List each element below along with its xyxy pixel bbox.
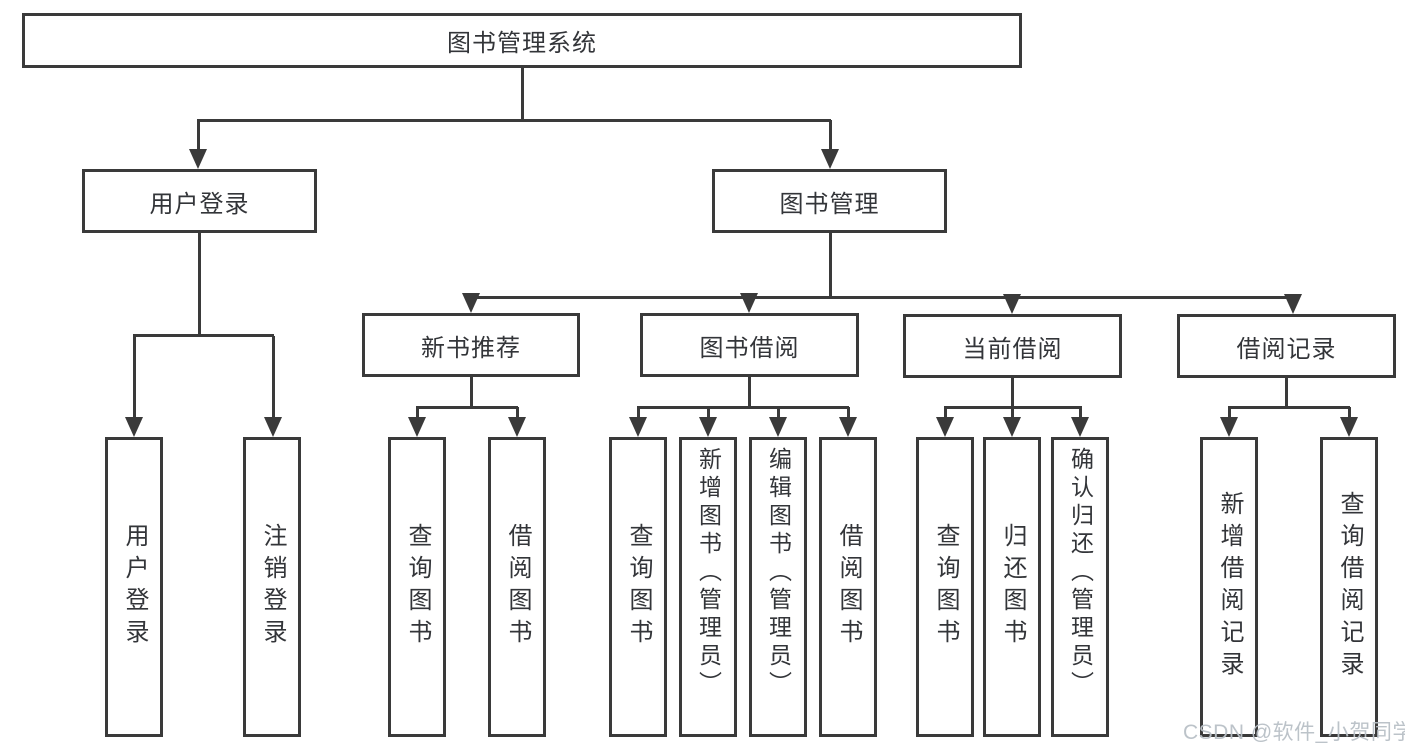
connector-segment — [470, 295, 1294, 299]
connector-segment — [943, 407, 947, 419]
node-leaf-nb-query-books-label: 查询图书 — [404, 523, 431, 651]
node-leaf-nb-borrow-books: 借阅图书 — [488, 437, 546, 737]
arrowhead-down-icon — [264, 417, 282, 437]
arrowhead-down-icon — [699, 417, 717, 437]
connector-segment — [828, 120, 832, 151]
arrowhead-down-icon — [769, 417, 787, 437]
arrowhead-down-icon — [125, 417, 143, 437]
arrowhead-down-icon — [508, 417, 526, 437]
connector-segment — [1078, 407, 1082, 419]
node-leaf-bb-query-books-label: 查询图书 — [625, 523, 652, 651]
connector-segment — [828, 233, 832, 298]
connector-segment — [515, 407, 519, 419]
connector-segment — [1010, 407, 1014, 419]
connector-segment — [846, 407, 850, 419]
watermark: CSDN @软件_小贺同学 — [1183, 721, 1405, 744]
node-leaf-cb-confirm-return-label: 确认归还（管理员） — [1067, 447, 1094, 699]
node-leaf-cb-confirm-return: 确认归还（管理员） — [1051, 437, 1109, 737]
node-leaf-logout: 注销登录 — [243, 437, 301, 737]
node-borrow-records-label: 借阅记录 — [1236, 335, 1337, 363]
node-book-management: 图书管理 — [712, 169, 947, 233]
node-leaf-user-login: 用户登录 — [105, 437, 163, 737]
node-current-borrow: 当前借阅 — [903, 314, 1122, 378]
node-book-borrow: 图书借阅 — [640, 313, 859, 377]
arrowhead-down-icon — [1284, 294, 1302, 314]
arrowhead-down-icon — [1340, 417, 1358, 437]
connector-segment — [415, 407, 419, 419]
arrowhead-down-icon — [1003, 294, 1021, 314]
node-leaf-bb-borrow-books: 借阅图书 — [819, 437, 877, 737]
node-leaf-bb-edit-books: 编辑图书（管理员） — [749, 437, 807, 737]
node-current-borrow-label: 当前借阅 — [962, 335, 1063, 363]
connector-segment — [469, 377, 473, 408]
node-leaf-bb-add-books: 新增图书（管理员） — [679, 437, 737, 737]
node-leaf-cb-query-books-label: 查询图书 — [932, 523, 959, 651]
connector-segment — [636, 407, 640, 419]
node-leaf-logout-label: 注销登录 — [259, 523, 286, 651]
connector-segment — [271, 336, 275, 419]
node-book-management-label: 图书管理 — [779, 190, 880, 218]
node-user-login-group: 用户登录 — [82, 169, 317, 233]
arrowhead-down-icon — [821, 149, 839, 169]
arrowhead-down-icon — [408, 417, 426, 437]
arrowhead-down-icon — [936, 417, 954, 437]
node-leaf-br-query-record-label: 查询借阅记录 — [1336, 491, 1363, 683]
connector-segment — [776, 407, 780, 419]
arrowhead-down-icon — [740, 293, 758, 313]
node-new-book-recommend-label: 新书推荐 — [421, 334, 521, 362]
connector-segment — [196, 120, 200, 151]
connector-segment — [197, 233, 201, 336]
node-leaf-bb-edit-books-label: 编辑图书（管理员） — [765, 447, 792, 699]
connector-segment — [197, 118, 831, 122]
node-user-login-group-label: 用户登录 — [149, 190, 250, 218]
connector-segment — [133, 333, 274, 337]
node-leaf-nb-query-books: 查询图书 — [388, 437, 446, 737]
arrowhead-down-icon — [189, 149, 207, 169]
node-new-book-recommend: 新书推荐 — [362, 313, 580, 377]
node-leaf-user-login-label: 用户登录 — [121, 523, 148, 651]
node-leaf-cb-return-books: 归还图书 — [983, 437, 1041, 737]
connector-segment — [747, 377, 751, 408]
connector-segment — [706, 407, 710, 419]
connector-segment — [1347, 407, 1351, 419]
node-leaf-cb-query-books: 查询图书 — [916, 437, 974, 737]
node-leaf-nb-borrow-books-label: 借阅图书 — [504, 523, 531, 651]
node-library-system: 图书管理系统 — [22, 13, 1022, 68]
connector-segment — [1284, 378, 1288, 408]
arrowhead-down-icon — [839, 417, 857, 437]
node-leaf-bb-borrow-books-label: 借阅图书 — [835, 523, 862, 651]
node-leaf-br-query-record: 查询借阅记录 — [1320, 437, 1378, 737]
node-leaf-br-add-record-label: 新增借阅记录 — [1216, 491, 1243, 683]
connector-segment — [416, 405, 518, 409]
node-leaf-cb-return-books-label: 归还图书 — [999, 523, 1026, 651]
arrowhead-down-icon — [462, 293, 480, 313]
arrowhead-down-icon — [1003, 417, 1021, 437]
connector-segment — [637, 405, 849, 409]
node-leaf-bb-query-books: 查询图书 — [609, 437, 667, 737]
node-book-borrow-label: 图书借阅 — [699, 334, 800, 362]
connector-segment — [1228, 405, 1350, 409]
node-borrow-records: 借阅记录 — [1177, 314, 1396, 378]
connector-segment — [1227, 407, 1231, 419]
connector-segment — [1010, 378, 1014, 408]
connector-segment — [132, 336, 136, 419]
connector-segment — [520, 68, 524, 121]
node-leaf-br-add-record: 新增借阅记录 — [1200, 437, 1258, 737]
node-leaf-bb-add-books-label: 新增图书（管理员） — [695, 447, 722, 699]
arrowhead-down-icon — [1220, 417, 1238, 437]
node-library-system-label: 图书管理系统 — [447, 30, 597, 57]
arrowhead-down-icon — [629, 417, 647, 437]
arrowhead-down-icon — [1071, 417, 1089, 437]
